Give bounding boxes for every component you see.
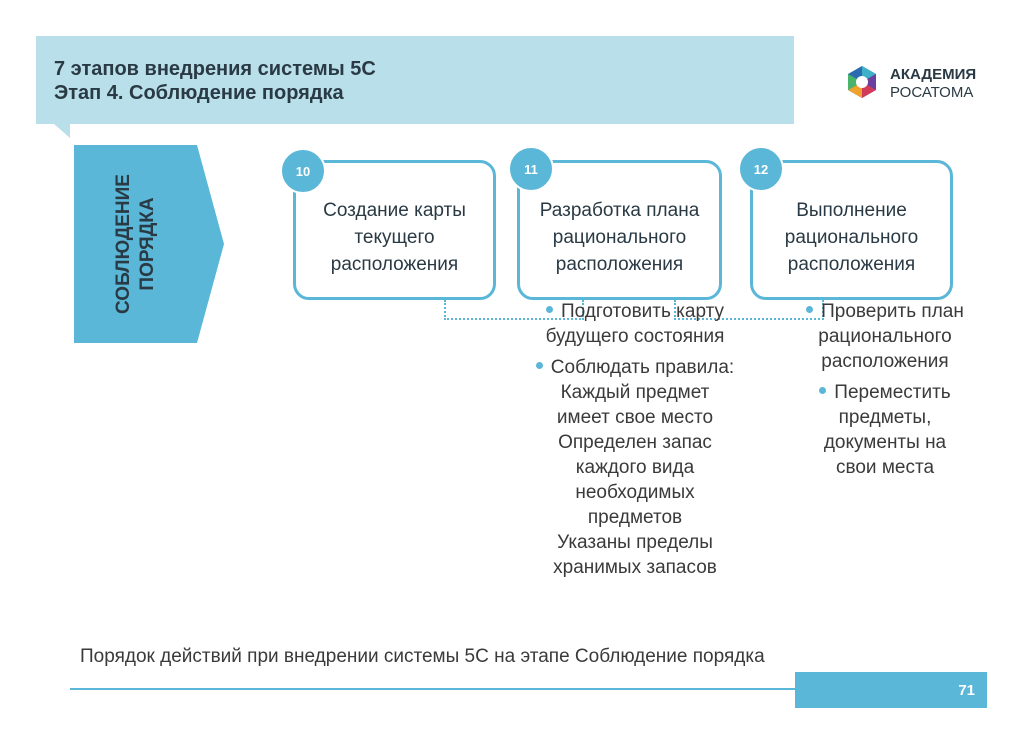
- logo-text-bottom: РОСАТОМА: [890, 84, 974, 101]
- bullet-dot-icon: [545, 306, 553, 314]
- bullet-dot-icon: [819, 387, 827, 395]
- side-label: СОБЛЮДЕНИЕ ПОРЯДКА: [74, 145, 198, 343]
- rosatom-logo-icon: [848, 66, 876, 98]
- bullet-list-step12: Проверить план рационального расположени…: [780, 299, 990, 486]
- step-box-11: Разработка плана рационального расположе…: [517, 160, 722, 300]
- list-item: Переместить предметы, документы на свои …: [780, 380, 990, 480]
- logo-text-top: АКАДЕМИЯ: [890, 66, 977, 83]
- step-text-12: Выполнение рационального расположения: [784, 200, 919, 275]
- side-chevron: [74, 145, 224, 343]
- step-box-12: Выполнение рационального расположения: [750, 160, 953, 300]
- step-box-10: Создание карты текущего расположения: [293, 160, 496, 300]
- bullet-list-step11: Подготовить карту будущего состояния Соб…: [505, 299, 765, 586]
- footer-divider: [70, 688, 800, 690]
- step-badge-12: 12: [738, 146, 784, 192]
- title-band: 7 этапов внедрения системы 5С Этап 4. Со…: [36, 36, 794, 138]
- connector-10-11: [444, 300, 584, 320]
- slide-title: 7 этапов внедрения системы 5С: [54, 58, 376, 80]
- logo: АКАДЕМИЯ РОСАТОМА: [842, 62, 1002, 106]
- connector-11-12: [674, 300, 824, 320]
- slide-subtitle: Этап 4. Соблюдение порядка: [54, 82, 344, 104]
- step-text-11: Разработка плана рационального расположе…: [539, 200, 700, 275]
- step-badge-11: 11: [508, 146, 554, 192]
- bullet-dot-icon: [806, 306, 814, 314]
- step-badge-10: 10: [280, 148, 326, 194]
- page-number-box: 71: [795, 672, 987, 708]
- slide-caption: Порядок действий при внедрении системы 5…: [80, 646, 765, 667]
- side-label-line1: СОБЛЮДЕНИЕ: [113, 174, 135, 314]
- list-item: Подготовить карту будущего состояния: [545, 301, 725, 347]
- page-number: 71: [958, 681, 975, 699]
- bullet-dot-icon: [535, 362, 543, 370]
- side-label-line2: ПОРЯДКА: [137, 197, 159, 291]
- step-text-10: Создание карты текущего расположения: [323, 200, 466, 275]
- list-item: Соблюдать правила: Каждый предмет имеет …: [505, 355, 765, 580]
- list-item: Проверить план рационального расположени…: [780, 299, 990, 374]
